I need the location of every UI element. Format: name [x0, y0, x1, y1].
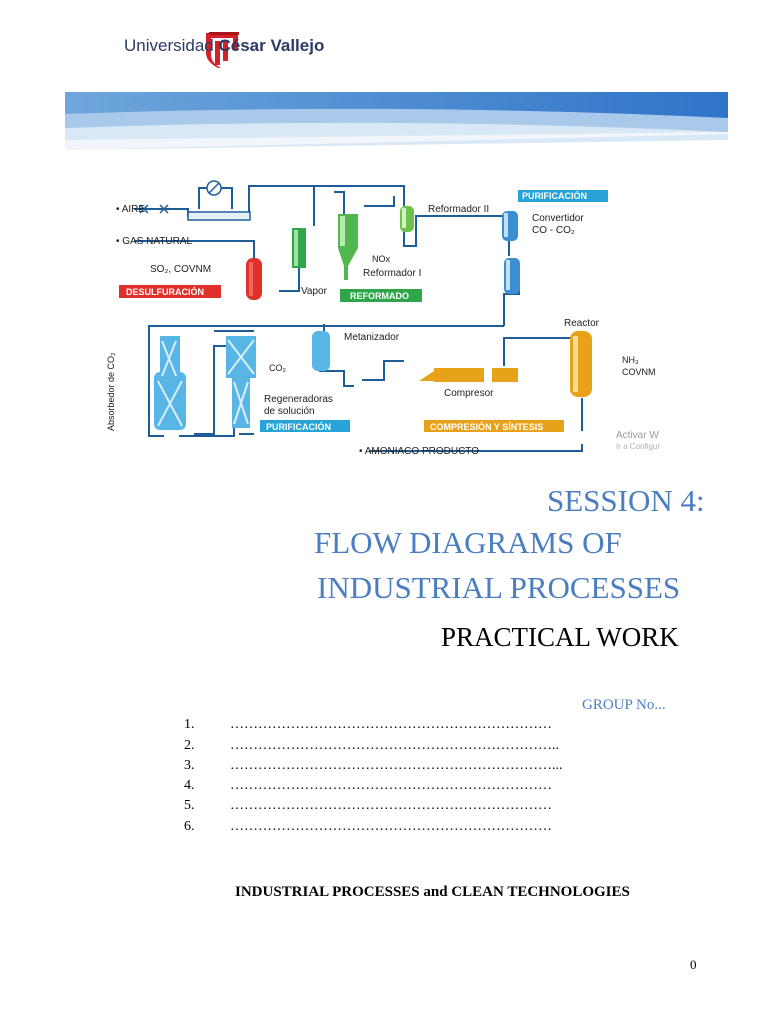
- label-regeneradoras-1: Regeneradoras: [264, 394, 333, 405]
- label-purificacion-top: PURIFICACIÓN: [522, 190, 587, 201]
- label-reformado: REFORMADO: [350, 291, 409, 301]
- label-compresor: Compresor: [444, 388, 494, 399]
- label-compresion: COMPRESIÓN Y SÍNTESIS: [430, 421, 543, 432]
- label-aire: • AIRE: [116, 204, 145, 215]
- title-line-2: FLOW DIAGRAMS OF: [314, 525, 622, 560]
- header-banner: [65, 92, 728, 150]
- university-logo: [206, 32, 239, 68]
- member-line: 4.……………………………………………………………: [184, 778, 552, 793]
- ammonia-process-flow-diagram: • AIRE • GAS NATURAL SO₂, COVNM DESULFUR…: [106, 180, 660, 457]
- member-line: 2.……………………………………………………………..: [184, 738, 559, 753]
- label-so2-covnm: SO₂, COVNM: [150, 264, 211, 275]
- label-metanizador: Metanizador: [344, 332, 400, 343]
- member-line: 6.……………………………………………………………: [184, 819, 552, 834]
- member-line: 5.……………………………………………………………: [184, 798, 552, 813]
- label-convertidor: Convertidor: [532, 213, 584, 224]
- label-co-co2: CO - CO₂: [532, 225, 575, 236]
- label-vapor: Vapor: [301, 286, 328, 297]
- member-line: 1.……………………………………………………………: [184, 717, 552, 732]
- course-title: INDUSTRIAL PROCESSES and CLEAN TECHNOLOG…: [235, 884, 630, 900]
- label-amoniaco: • AMONIACO PRODUCTO: [359, 446, 479, 457]
- university-name: Universidad César Vallejo: [124, 36, 325, 55]
- group-label: GROUP No...: [582, 697, 666, 713]
- label-nh3: NH₃: [622, 355, 639, 365]
- label-reformador-i: Reformador I: [363, 268, 421, 279]
- label-co2: CO₂: [269, 363, 287, 373]
- label-absorbedor: Absorbedor de CO₂: [106, 352, 116, 431]
- watermark-configur: Ir a Configur: [616, 442, 660, 451]
- label-reactor: Reactor: [564, 318, 600, 329]
- label-gas-natural: • GAS NATURAL: [116, 236, 193, 247]
- title-line-3: INDUSTRIAL PROCESSES: [317, 570, 681, 605]
- label-desulfuracion: DESULFURACIÓN: [126, 286, 204, 297]
- label-purificacion-bottom: PURIFICACIÓN: [266, 421, 331, 432]
- label-reformador-ii: Reformador II: [428, 204, 489, 215]
- label-regeneradoras-2: de solución: [264, 406, 315, 417]
- page-number: 0: [690, 957, 697, 972]
- watermark-activar: Activar W: [616, 430, 659, 441]
- label-covnm: COVNM: [622, 367, 656, 377]
- session-title: SESSION 4:: [547, 483, 705, 518]
- label-nox: NOx: [372, 254, 391, 264]
- practical-work-heading: PRACTICAL WORK: [441, 622, 679, 652]
- member-line: 3.……………………………………………………………...: [184, 758, 563, 773]
